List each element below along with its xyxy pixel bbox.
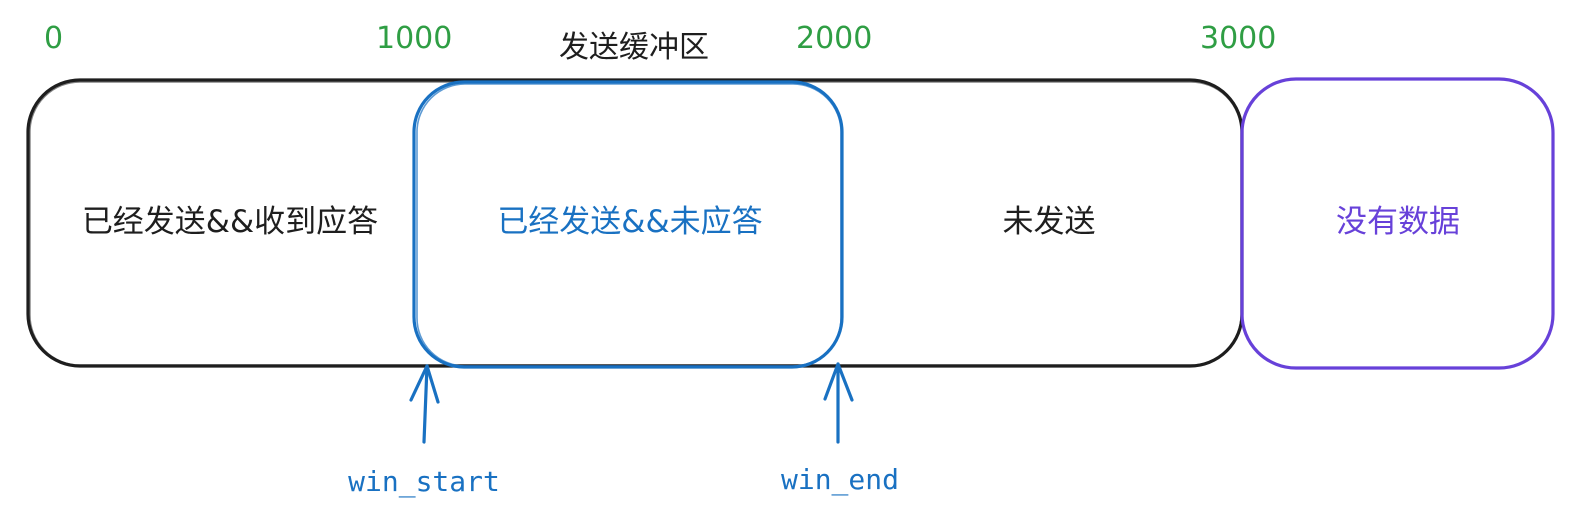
window-box-sketch <box>416 83 842 367</box>
region-in-flight-label: 已经发送&&未应答 <box>497 204 762 240</box>
region-not-sent-label: 未发送 <box>1003 204 1096 240</box>
win-end-label: win_end <box>781 463 899 497</box>
region-acked-label: 已经发送&&收到应答 <box>82 204 378 240</box>
tick-2000: 2000 <box>796 21 872 56</box>
tick-3000: 3000 <box>1200 21 1276 56</box>
tick-1000: 1000 <box>376 21 452 56</box>
no-data-box <box>1240 77 1555 370</box>
window-box <box>412 80 844 369</box>
buffer-title: 发送缓冲区 <box>559 30 709 65</box>
win-end-arrow <box>823 362 854 444</box>
win-start-arrow <box>409 364 440 444</box>
tick-0: 0 <box>44 21 63 56</box>
win-start-label: win_start <box>348 465 500 499</box>
region-no-data-label: 没有数据 <box>1336 204 1460 240</box>
